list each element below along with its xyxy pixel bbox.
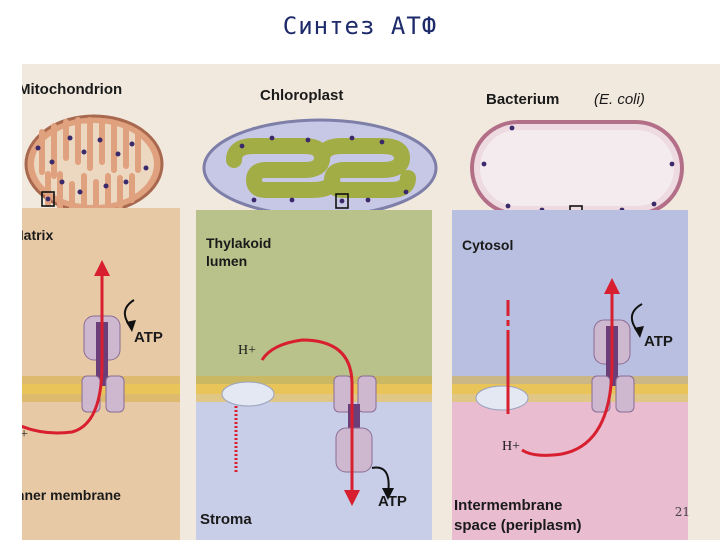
chloroplast-transporter: [221, 381, 275, 407]
chloroplast-proton-arrow: [260, 338, 354, 494]
thylakoid-label-line2: lumen: [206, 253, 247, 269]
bacterium-header: Bacterium: [486, 91, 559, 108]
mitochondrion-atp-label: ATP: [134, 329, 163, 346]
mitochondrion-organelle: [24, 114, 164, 214]
chloroplast-proton-label: H+: [238, 343, 256, 358]
chloroplast-organelle: [202, 118, 438, 218]
inner-membrane-label: Inner membrane: [22, 487, 121, 503]
bacterium-species: (E. coli): [594, 91, 645, 108]
mitochondrion-panel: Mitochondrion Matrix Inner membrane: [22, 81, 180, 540]
slide-title: Синтез АТФ: [282, 12, 438, 40]
chloroplast-panel: Chloroplast Thylakoid lumen Stroma: [196, 87, 438, 540]
thylakoid-label-line1: Thylakoid: [206, 235, 271, 251]
cytosol-region: [452, 210, 688, 386]
mitochondrion-proton-label: H+: [22, 427, 28, 442]
mitochondrion-header: Mitochondrion: [22, 81, 122, 98]
bacterium-atp-label: ATP: [644, 333, 673, 350]
bacterium-proton-label: H+: [502, 439, 520, 454]
bacterium-organelle: [470, 120, 684, 221]
plasma-membrane: [452, 384, 688, 394]
bacterium-proton-arrow: [521, 284, 614, 457]
atp-synthesis-figure: Mitochondrion Matrix Inner membrane: [22, 64, 720, 540]
chloroplast-header: Chloroplast: [260, 87, 343, 104]
thylakoid-lumen-region: [196, 210, 432, 386]
periplasm-region: [452, 402, 688, 540]
cytosol-label: Cytosol: [462, 237, 513, 253]
stroma-label: Stroma: [200, 511, 252, 528]
bacterium-transporter: [475, 385, 529, 411]
chloroplast-atp-label: ATP: [378, 493, 407, 510]
page-number: 21: [674, 505, 690, 519]
periplasm-label-line2: space (periplasm): [454, 517, 582, 534]
matrix-label: Matrix: [22, 227, 53, 243]
thylakoid-membrane: [196, 384, 432, 394]
periplasm-label-line1: Intermembrane: [454, 497, 562, 514]
bacterium-panel: Bacterium (E. coli) Cytosol Intermembran…: [452, 91, 688, 540]
mitochondrion-proton-arrow: [22, 266, 104, 435]
